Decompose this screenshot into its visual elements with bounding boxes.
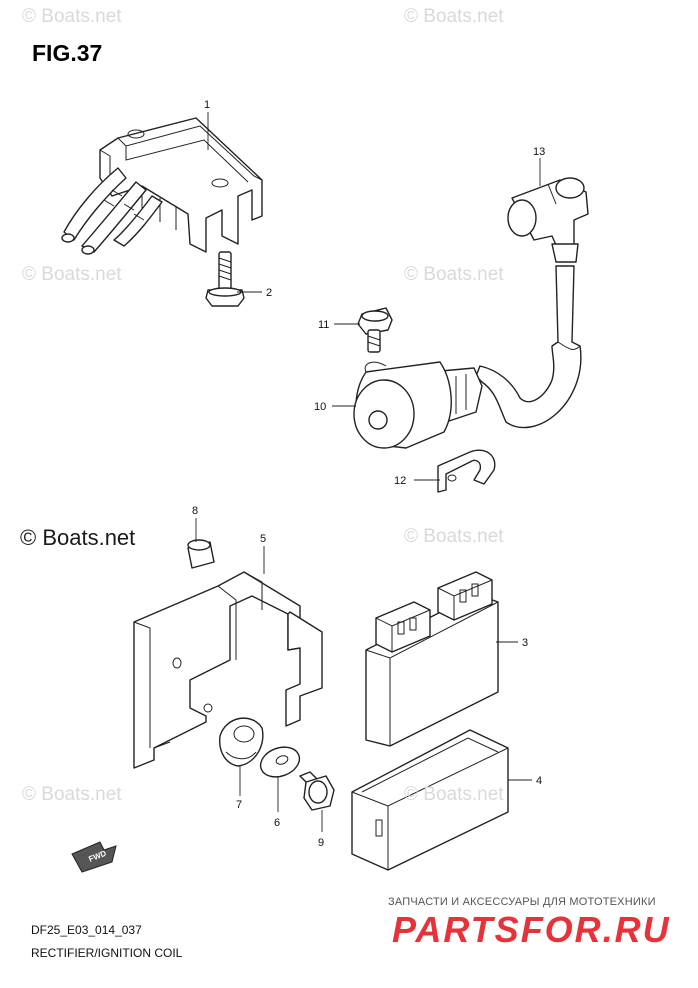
cap-part-8 <box>187 539 215 569</box>
callout-6: 6 <box>274 817 280 829</box>
cdi-unit-part-3 <box>365 571 499 747</box>
watermark: © Boats.net <box>404 6 504 27</box>
forward-arrow-badge: FWD <box>71 841 117 873</box>
clamp-part-12 <box>437 449 496 493</box>
callout-8: 8 <box>192 505 198 517</box>
watermark: © Boats.net <box>22 784 122 805</box>
rubber-case-part-4 <box>351 729 509 871</box>
leader-lines <box>195 112 541 832</box>
watermark: © Boats.net <box>404 264 504 285</box>
callout-1: 1 <box>204 99 210 111</box>
figure-code: DF25_E03_014_037 <box>31 923 142 937</box>
callout-10: 10 <box>314 401 326 413</box>
callout-9: 9 <box>318 837 324 849</box>
ignition-coil-part-10 <box>353 265 582 449</box>
rectifier-part-1 <box>61 117 263 255</box>
watermark: © Boats.net <box>404 784 504 805</box>
callout-5: 5 <box>260 533 266 545</box>
callout-3: 3 <box>522 637 528 649</box>
callout-4: 4 <box>536 775 542 787</box>
watermark: © Boats.net <box>404 526 504 547</box>
callout-12: 12 <box>394 475 406 487</box>
shop-logo: PARTSFOR.RU <box>392 909 671 950</box>
washer-part-6 <box>259 746 301 778</box>
bolt-part-9 <box>299 771 335 811</box>
figure-caption: RECTIFIER/IGNITION COIL <box>31 946 183 960</box>
callout-7: 7 <box>236 799 242 811</box>
figure-title: FIG.37 <box>32 40 103 66</box>
watermark-strong: © Boats.net <box>20 525 136 550</box>
bracket-part-5 <box>133 571 323 769</box>
callout-2: 2 <box>266 287 272 299</box>
callout-11: 11 <box>318 319 329 331</box>
watermark: © Boats.net <box>22 264 122 285</box>
bolt-part-11 <box>357 307 393 353</box>
watermark: © Boats.net <box>22 6 122 27</box>
grommet-part-7 <box>219 717 264 767</box>
callout-13: 13 <box>533 146 545 158</box>
bolt-part-2 <box>205 251 245 307</box>
plug-cap-part-13 <box>507 177 589 263</box>
callout-numbers: 1 2 3 4 5 6 7 8 9 10 11 12 13 <box>192 99 545 849</box>
shop-tagline: ЗАПЧАСТИ И АКСЕССУАРЫ ДЛЯ МОТОТЕХНИКИ <box>388 896 656 908</box>
